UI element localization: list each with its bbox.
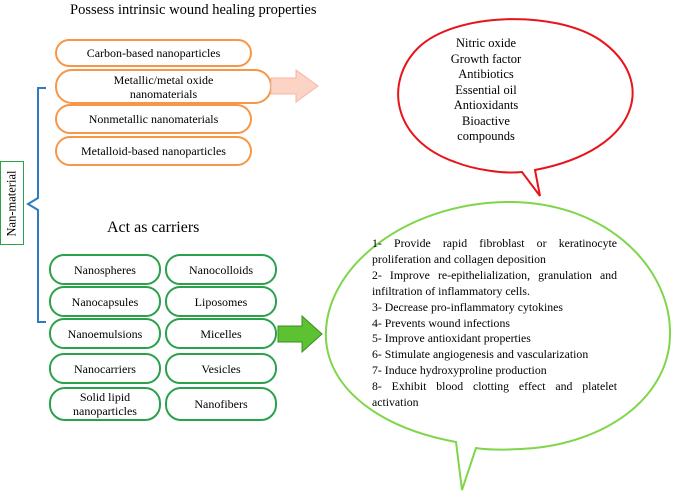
carrier-pill-5 (49, 318, 161, 349)
carrier-item-solid-lipid-line2: nanoparticles (73, 404, 137, 418)
agents-bubble (397, 18, 634, 197)
effect-item: 8- Exhibit blood clotting effect and pla… (372, 379, 617, 410)
intrinsic-title: Possess intrinsic wound healing properti… (70, 2, 317, 18)
carrier-pill-6 (165, 318, 277, 349)
effect-item: 7- Induce hydroxyproline production (372, 363, 547, 378)
effect-item: 4- Prevents wound infections (372, 315, 510, 330)
carrier-pill-2 (165, 254, 277, 285)
agent-item: Antioxidants (453, 98, 519, 112)
effect-item: 1- Provide rapid fibroblast or keratinoc… (372, 236, 617, 266)
intrinsic-pill-1 (55, 39, 252, 67)
carrier-pill-10 (165, 387, 277, 421)
carrier-item-solid-lipid: Solid lipid nanoparticles (50, 388, 160, 420)
agents-list: Nitric oxide Growth factor Antibiotics E… (412, 36, 560, 145)
carrier-pill-1 (49, 254, 161, 285)
effect-item: 3- Decrease pro-inflammatory cytokines (372, 299, 563, 314)
side-label: Nan-material (4, 170, 19, 236)
carrier-item-solid-lipid-line1: Solid lipid (79, 390, 131, 404)
agent-item: Growth factor (450, 51, 522, 66)
intrinsic-pill-4 (55, 136, 252, 166)
carrier-item-nanocapsules: Nanocapsules (71, 294, 139, 309)
carrier-item-nanocarriers: Nanocarriers (74, 361, 136, 376)
intrinsic-item-metallic: Metallic/metal oxide nanomaterials (56, 70, 271, 103)
carrier-item-micelles: Micelles (200, 326, 242, 341)
agent-item: Nitric oxide (455, 36, 517, 50)
carrier-pill-8 (165, 353, 277, 384)
effects-bubble (324, 200, 672, 491)
carrier-item-nanocolloids: Nanocolloids (189, 262, 253, 277)
carrier-item-nanospheres: Nanospheres (74, 262, 136, 277)
intrinsic-item-carbon: Carbon-based nanoparticles (86, 46, 221, 60)
agent-item: compounds (457, 129, 515, 143)
intrinsic-item-nonmetallic: Nonmetallic nanomaterials (88, 112, 219, 126)
carrier-pill-7 (49, 353, 161, 384)
intrinsic-item-metallic-line2: nanomaterials (129, 86, 198, 101)
agent-item: Essential oil (455, 82, 517, 97)
carrier-item-liposomes: Liposomes (194, 294, 248, 309)
agent-item: Antibiotics (458, 67, 514, 81)
intrinsic-pill-3 (55, 104, 252, 134)
agent-item: Bioactive (462, 113, 510, 128)
carrier-item-vesicles: Vesicles (201, 361, 241, 376)
carrier-pill-3 (49, 286, 161, 317)
side-label-box: Nan-material (0, 161, 24, 245)
carrier-pill-4 (165, 286, 277, 317)
intrinsic-item-metalloid: Metalloid-based nanoparticles (81, 144, 226, 158)
effects-list: 1- Provide rapid fibroblast or keratinoc… (372, 236, 617, 411)
carrier-item-nanofibers: Nanofibers (194, 397, 248, 411)
carrier-pill-9 (49, 387, 161, 421)
group-bracket (26, 87, 46, 323)
carriers-title: Act as carriers (107, 219, 200, 236)
arrow-to-effects (277, 314, 323, 354)
effect-item: 2- Improve re-epithelialization, granula… (372, 267, 617, 298)
carrier-item-nanoemulsions: Nanoemulsions (67, 326, 143, 341)
effect-item: 5- Improve antioxidant properties (372, 331, 531, 346)
arrow-to-agents (270, 69, 319, 103)
intrinsic-item-metallic-line1: Metallic/metal oxide (113, 72, 214, 87)
effect-item: 6- Stimulate angiogenesis and vasculariz… (372, 347, 589, 362)
